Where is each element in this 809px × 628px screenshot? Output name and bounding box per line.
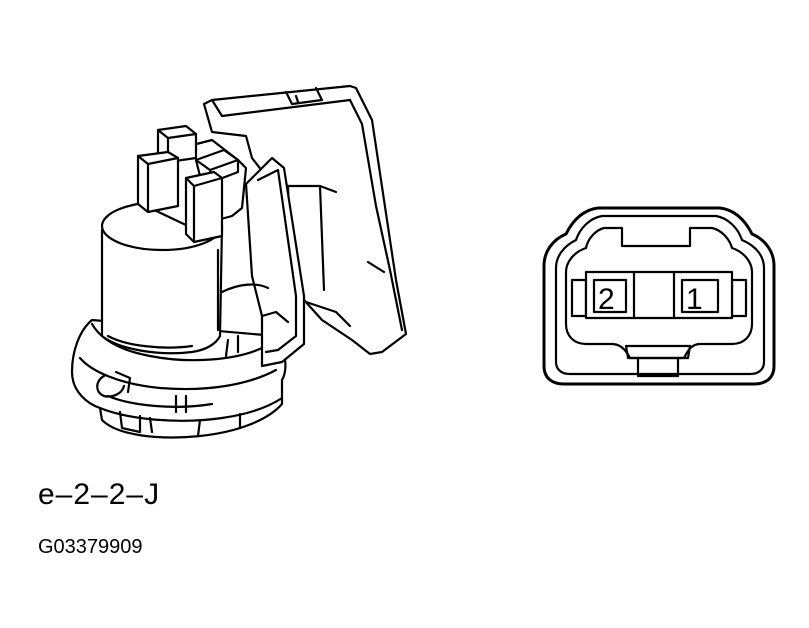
sensor-assembly-illustration (70, 84, 408, 439)
connector-inner-wall (554, 214, 766, 376)
bottom-latch (624, 344, 692, 360)
pin-1-number: 1 (686, 283, 703, 316)
left-key-slot (570, 278, 588, 318)
latch-tab (636, 356, 680, 378)
body-joint-line (220, 283, 270, 294)
mounting-flange (70, 318, 287, 439)
locking-arm (244, 156, 306, 368)
pin-2-number: 2 (598, 283, 615, 316)
right-key-slot (730, 278, 748, 318)
pin-2-cell (592, 278, 628, 314)
connector-code-label: e–2–2–J (38, 478, 161, 511)
connector-outer-shell (542, 206, 776, 386)
pin-1-cell (680, 278, 720, 314)
connector-face-illustration: 2 1 (542, 206, 776, 386)
connector-housing (202, 84, 408, 356)
connector-cavity (564, 226, 754, 360)
connector-front-block (136, 124, 248, 244)
figure-id: G03379909 (38, 536, 143, 558)
